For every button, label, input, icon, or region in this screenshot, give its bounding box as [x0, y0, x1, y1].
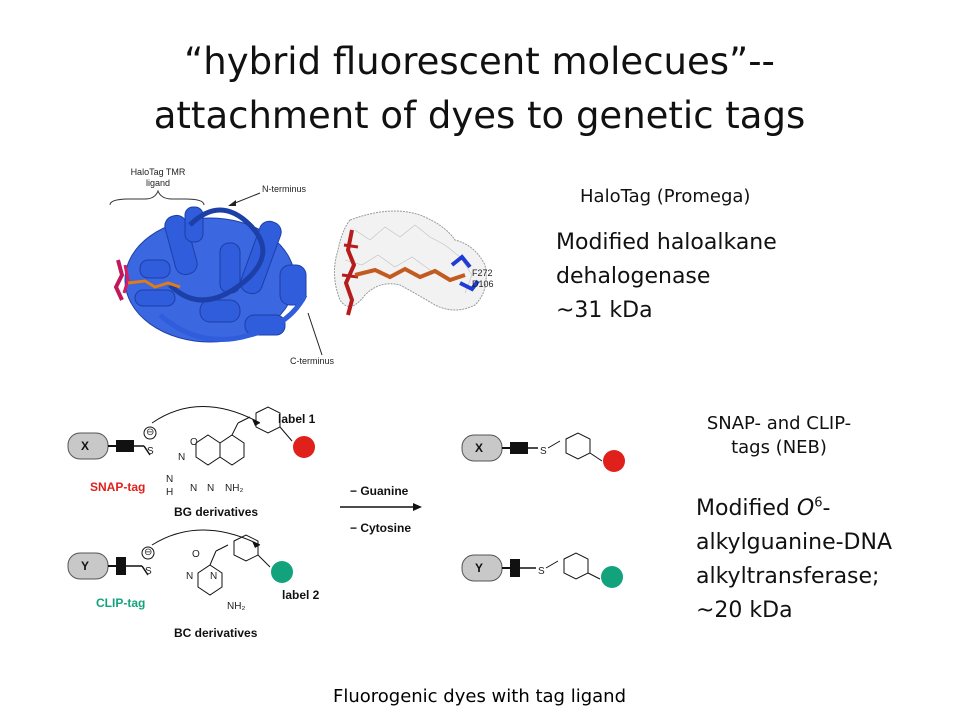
h-atom: H [166, 487, 174, 498]
ligand-label-line-2: ligand [145, 178, 171, 188]
n-atom-2: N [166, 474, 174, 485]
snap-line-1-sup: 6 [814, 495, 823, 511]
y-product-label: Y [475, 561, 484, 575]
snap-line-2: alkylguanine-DNA [696, 530, 892, 555]
o-atom-top: O [190, 437, 198, 448]
snap-clip-scheme [60, 395, 660, 645]
snap-heading-line-1: SNAP- and CLIP- [706, 413, 852, 434]
c-terminus-label: C-terminus [290, 356, 335, 366]
s-atom-top: S [147, 446, 154, 457]
n-atom-3: N [190, 483, 198, 494]
halotag-line-3: ~31 kDa [556, 298, 653, 323]
snap-heading-line-2: tags (NEB) [731, 437, 827, 458]
halotag-description: Modified haloalkane dehalogenase ~31 kDa [556, 226, 777, 328]
halotag-line-2: dehalogenase [556, 264, 711, 289]
s-atom-bottom: S [145, 566, 152, 577]
residue-d106: D106 [472, 279, 494, 289]
clip-tag-label: CLIP-tag [96, 596, 146, 610]
snap-line-3: alkyltransferase; [696, 564, 880, 589]
n-atom-4: N [207, 483, 215, 494]
x-protein-label: X [81, 439, 90, 453]
snap-line-1-prefix: Modified [696, 496, 797, 521]
minus-charge-top: ⊖ [146, 427, 155, 438]
halotag-figure [100, 165, 520, 370]
snap-clip-description: Modified O6- alkylguanine-DNA alkyltrans… [696, 492, 892, 628]
minus-guanine-label: − Guanine [350, 484, 409, 498]
snap-line-1-italic: O [796, 496, 815, 521]
bc-derivatives-label: BC derivatives [174, 626, 258, 640]
slide-title-line-2: attachment of dyes to genetic tags [153, 94, 806, 137]
n-atom-1: N [178, 452, 186, 463]
halotag-structure-image [109, 189, 487, 356]
minus-charge-bottom: ⊖ [144, 547, 153, 558]
bg-derivatives-label: BG derivatives [174, 505, 259, 519]
snap-line-1-suffix: - [822, 496, 831, 521]
ligand-label-line-1: HaloTag TMR [130, 167, 186, 177]
x-product-label: X [475, 441, 484, 455]
label-2: label 2 [282, 588, 320, 602]
snap-clip-heading: SNAP- and CLIP- tags (NEB) [694, 412, 864, 460]
minus-cytosine-label: − Cytosine [350, 521, 412, 535]
reaction-scheme-drawing [67, 406, 625, 596]
o-atom-bottom: O [192, 549, 200, 560]
s-atom-product-top: S [540, 446, 547, 457]
nh2-bottom: NH₂ [227, 601, 246, 612]
halotag-heading: HaloTag (Promega) [580, 186, 751, 207]
n-atom-6: N [210, 571, 218, 582]
label-1: label 1 [278, 412, 316, 426]
n-terminus-label: N-terminus [262, 184, 307, 194]
snap-line-1: Modified O6- [696, 492, 892, 526]
y-protein-label: Y [81, 559, 90, 573]
halotag-line-1: Modified haloalkane [556, 230, 777, 255]
n-atom-5: N [186, 571, 194, 582]
snap-tag-label: SNAP-tag [90, 480, 146, 494]
residue-f272: F272 [472, 268, 493, 278]
halotag-ligand-label: HaloTag TMR ligand [118, 167, 198, 189]
slide-caption: Fluorogenic dyes with tag ligand [332, 686, 626, 707]
s-atom-product-bottom: S [538, 566, 545, 577]
slide-title-line-1: “hybrid fluorescent molecues”-- [184, 40, 775, 83]
snap-line-4: ~20 kDa [696, 598, 793, 623]
nh2-top: NH₂ [225, 483, 244, 494]
residue-labels: F272 D106 [472, 268, 494, 290]
